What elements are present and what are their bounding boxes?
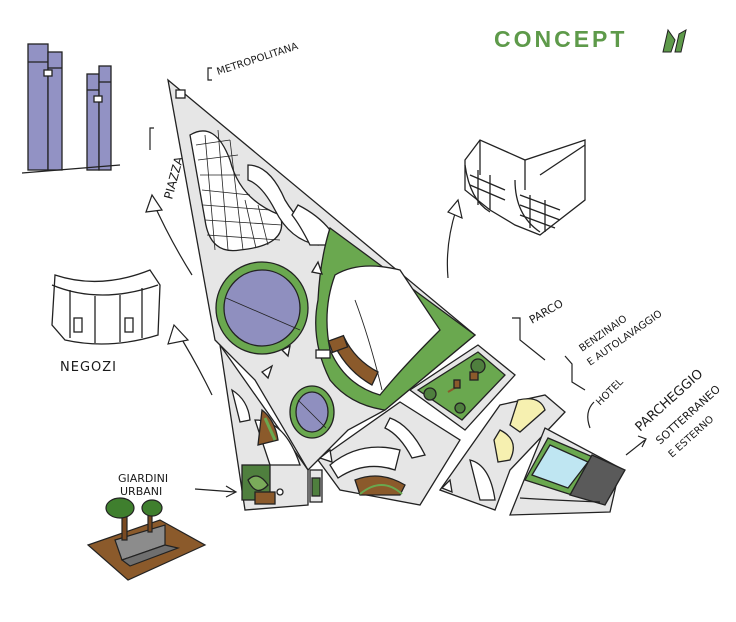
arrow-gardens [194, 485, 238, 498]
negozi-label: NEGOZI [60, 360, 117, 375]
metropolitana-label: METROPOLITANA [207, 41, 300, 81]
park-zone [408, 344, 516, 431]
towers-sketch [21, 43, 121, 174]
garden-planter-sketch [86, 497, 207, 581]
hotel-building-sketch [464, 139, 586, 236]
svg-text:HOTEL: HOTEL [594, 376, 626, 408]
parcheggio-label: PARCHEGGIO SOTTERRANEO E ESTERNO [625, 367, 723, 460]
urbani-label: URBANI [120, 485, 162, 498]
urban-gardens-zone [219, 344, 323, 511]
svg-text:PARCO: PARCO [527, 297, 566, 327]
hotel-label: HOTEL [587, 376, 626, 429]
arrow-hotel [446, 198, 463, 279]
shops-building-sketch [51, 269, 161, 345]
diagram-title: CONCEPT [494, 26, 627, 52]
arrow-shops [167, 323, 213, 396]
fuel-station-zone [438, 394, 566, 511]
benzinaio-label: BENZINAIO E AUTOLAVAGGIO [564, 308, 665, 391]
site-plan [167, 78, 477, 472]
plaza-zone [317, 401, 461, 506]
svg-text:METROPOLITANA: METROPOLITANA [216, 41, 300, 78]
giardini-label: GIARDINI [118, 472, 168, 485]
parco-label: PARCO [512, 297, 566, 361]
parking-zone [509, 427, 626, 516]
arrow-towers [145, 193, 193, 276]
concept-logo-icon [662, 28, 687, 53]
